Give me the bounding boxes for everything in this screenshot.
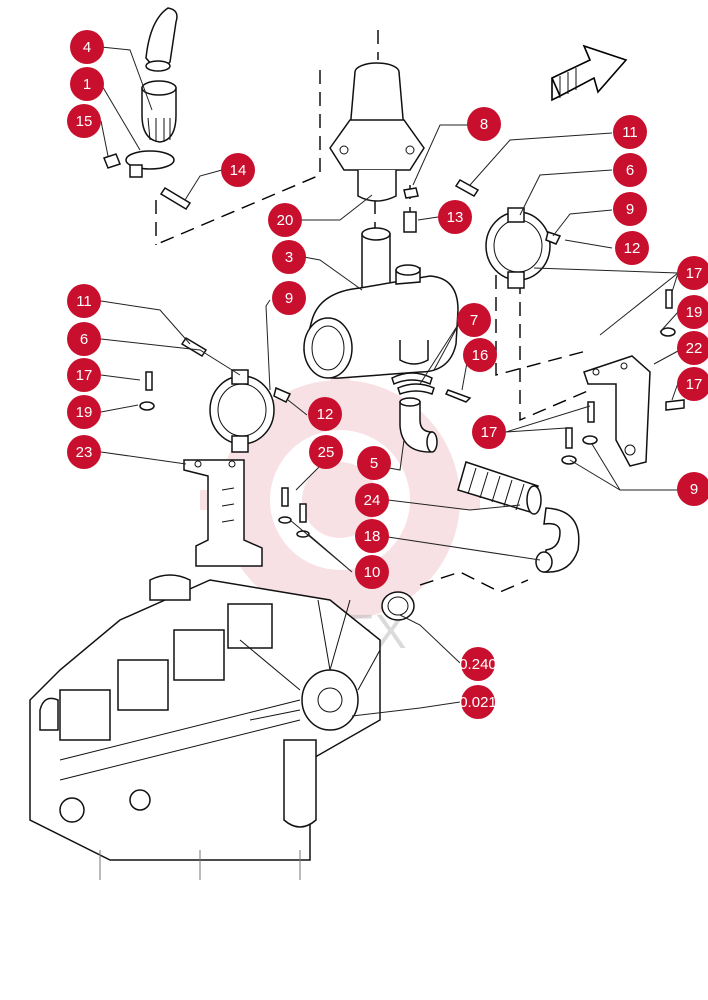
callout-17-right-1[interactable]: 17 <box>677 256 708 290</box>
callout-25[interactable]: 25 <box>309 435 343 469</box>
callout-9-bottom[interactable]: 9 <box>677 472 708 506</box>
svg-text:6: 6 <box>626 162 634 179</box>
muffler <box>303 227 459 379</box>
callout-8[interactable]: 8 <box>467 107 501 141</box>
svg-text:9: 9 <box>690 481 698 498</box>
svg-text:17: 17 <box>686 376 703 393</box>
callout-17-left[interactable]: 17 <box>67 358 101 392</box>
callout-1[interactable]: 1 <box>70 67 104 101</box>
svg-text:8: 8 <box>480 116 488 133</box>
callout-23[interactable]: 23 <box>67 435 101 469</box>
clamp-right <box>454 179 562 289</box>
svg-text:9: 9 <box>285 290 293 307</box>
callout-20[interactable]: 20 <box>268 203 302 237</box>
svg-text:0.240: 0.240 <box>459 656 497 673</box>
flange-pipe <box>329 62 425 233</box>
svg-text:3: 3 <box>285 249 293 266</box>
callout-0240[interactable]: 0.240 <box>459 647 497 681</box>
callout-17-right-2[interactable]: 17 <box>677 367 708 401</box>
flex-hose <box>457 461 580 573</box>
callout-12-top[interactable]: 12 <box>615 231 649 265</box>
tail-pipe <box>103 7 192 211</box>
svg-text:7: 7 <box>470 312 478 329</box>
svg-text:20: 20 <box>277 212 294 229</box>
svg-text:10: 10 <box>364 564 381 581</box>
half-clamps <box>391 372 472 403</box>
svg-text:1: 1 <box>83 76 91 93</box>
callout-17-mid[interactable]: 17 <box>472 415 506 449</box>
elbow-pipe <box>399 397 438 453</box>
svg-text:19: 19 <box>686 304 703 321</box>
svg-text:9: 9 <box>626 201 634 218</box>
callout-9-mid[interactable]: 9 <box>272 281 306 315</box>
svg-text:24: 24 <box>364 492 381 509</box>
callout-19-right[interactable]: 19 <box>677 295 708 329</box>
svg-text:19: 19 <box>76 404 93 421</box>
svg-text:0.021: 0.021 <box>459 694 497 711</box>
fasteners <box>139 289 685 538</box>
bracket-right <box>583 355 651 467</box>
svg-text:13: 13 <box>447 209 464 226</box>
bracket-left <box>183 459 263 567</box>
callout-10[interactable]: 10 <box>355 555 389 589</box>
callout-24[interactable]: 24 <box>355 483 389 517</box>
svg-text:11: 11 <box>622 124 638 141</box>
callout-15[interactable]: 15 <box>67 104 101 138</box>
callout-4[interactable]: 4 <box>70 30 104 64</box>
forward-arrow-icon <box>550 44 628 102</box>
svg-text:16: 16 <box>472 347 489 364</box>
svg-text:5: 5 <box>370 455 378 472</box>
svg-text:25: 25 <box>318 444 335 461</box>
callout-19-left[interactable]: 19 <box>67 395 101 429</box>
engine <box>29 574 381 880</box>
svg-text:4: 4 <box>83 39 91 56</box>
svg-text:11: 11 <box>76 293 92 310</box>
svg-text:17: 17 <box>76 367 93 384</box>
svg-text:15: 15 <box>76 113 93 130</box>
callout-22[interactable]: 22 <box>677 331 708 365</box>
callout-18[interactable]: 18 <box>355 519 389 553</box>
svg-text:12: 12 <box>624 240 641 257</box>
svg-text:22: 22 <box>686 340 703 357</box>
callout-11-top[interactable]: 11 <box>613 115 647 149</box>
callout-9-top[interactable]: 9 <box>613 192 647 226</box>
callout-badges: 4 1 15 14 8 20 13 11 6 9 12 3 9 17 19 11… <box>67 30 708 719</box>
callout-14[interactable]: 14 <box>221 153 255 187</box>
svg-text:12: 12 <box>317 406 334 423</box>
svg-text:14: 14 <box>230 162 247 179</box>
svg-text:17: 17 <box>481 424 498 441</box>
callout-16[interactable]: 16 <box>463 338 497 372</box>
callout-12-mid[interactable]: 12 <box>308 397 342 431</box>
svg-text:18: 18 <box>364 528 381 545</box>
callout-6-left[interactable]: 6 <box>67 322 101 356</box>
hose-clamp <box>381 591 415 621</box>
callout-0021[interactable]: 0.021 <box>459 685 497 719</box>
callout-7[interactable]: 7 <box>457 303 491 337</box>
callout-13[interactable]: 13 <box>438 200 472 234</box>
clamp-left <box>180 336 292 453</box>
callout-5[interactable]: 5 <box>357 446 391 480</box>
callout-11-left[interactable]: 11 <box>67 284 101 318</box>
callout-6-top[interactable]: 6 <box>613 153 647 187</box>
callout-3[interactable]: 3 <box>272 240 306 274</box>
svg-text:17: 17 <box>686 265 703 282</box>
svg-text:23: 23 <box>76 444 93 461</box>
svg-text:6: 6 <box>80 331 88 348</box>
